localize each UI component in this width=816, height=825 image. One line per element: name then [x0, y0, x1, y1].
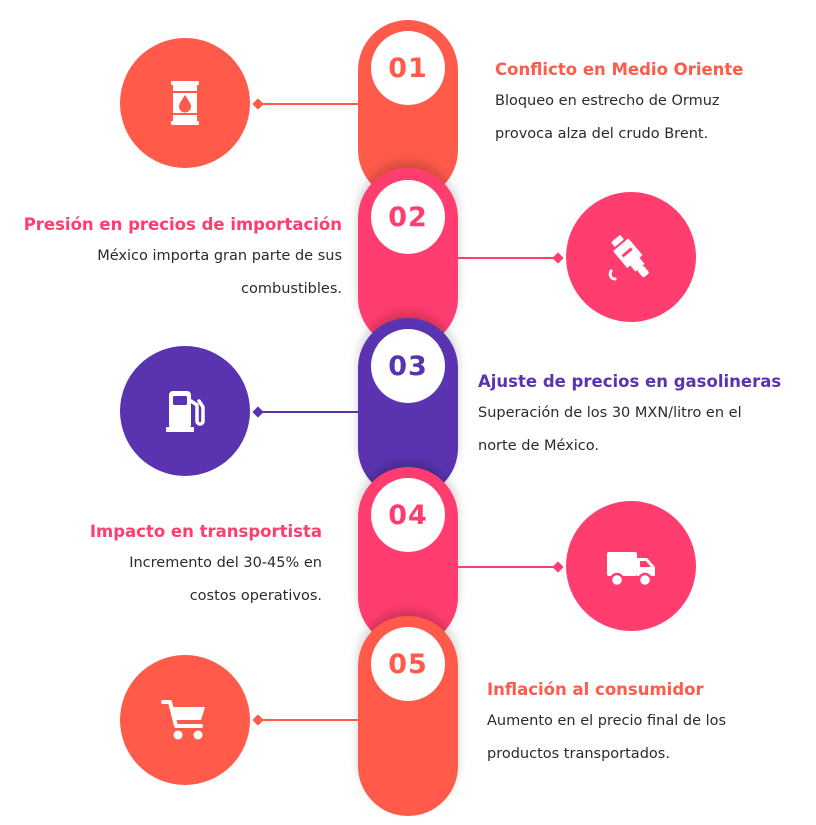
icon-circle-2: [566, 192, 696, 322]
step-title-3: Ajuste de precios en gasolineras: [478, 372, 782, 391]
truck-icon: [607, 552, 655, 588]
step-number-2: 02: [371, 180, 445, 254]
step-desc-2-line2: combustibles.: [241, 281, 342, 297]
connector-dot-5: [252, 714, 264, 726]
step-desc-1-line1: Bloqueo en estrecho de Ormuz: [495, 93, 720, 109]
step-desc-5-line2: productos transportados.: [487, 746, 670, 762]
connector-line-2: [458, 257, 558, 259]
gas-pump-icon: [166, 391, 205, 432]
connector-dot-1: [252, 98, 264, 110]
icon-circle-5: [120, 655, 250, 785]
connector-line-4: [458, 566, 558, 568]
fuel-nozzle-icon: [608, 235, 649, 281]
connector-line-5: [258, 719, 358, 721]
icon-circle-1: [120, 38, 250, 168]
step-text-2: Presión en precios de importación México…: [10, 215, 342, 306]
step-number-5: 05: [371, 627, 445, 701]
step-desc-2-line1: México importa gran parte de sus: [97, 248, 342, 264]
connector-line-3: [258, 411, 358, 413]
step-text-3: Ajuste de precios en gasolineras Superac…: [478, 372, 808, 463]
step-desc-1-line2: provoca alza del crudo Brent.: [495, 126, 709, 142]
connector-line-1: [258, 103, 358, 105]
step-number-3: 03: [371, 329, 445, 403]
step-number-1: 01: [371, 31, 445, 105]
step-number-4: 04: [371, 478, 445, 552]
step-desc-5-line1: Aumento en el precio final de los: [487, 713, 727, 729]
icon-circle-3: [120, 346, 250, 476]
step-title-4: Impacto en transportista: [89, 522, 322, 541]
step-text-4: Impacto en transportista Incremento del …: [10, 522, 322, 613]
step-title-1: Conflicto en Medio Oriente: [495, 60, 744, 79]
step-text-5: Inflación al consumidor Aumento en el pr…: [487, 680, 807, 771]
connector-dot-3: [252, 406, 264, 418]
step-desc-3-line2: norte de México.: [478, 438, 599, 454]
shopping-cart-icon: [161, 700, 205, 740]
icon-circle-4: [566, 501, 696, 631]
step-desc-3-line1: Superación de los 30 MXN/litro en el: [478, 405, 742, 421]
connector-dot-2: [552, 252, 564, 264]
step-title-2: Presión en precios de importación: [23, 215, 342, 234]
step-text-1: Conflicto en Medio Oriente Bloqueo en es…: [495, 60, 805, 151]
connector-dot-4: [552, 561, 564, 573]
step-title-5: Inflación al consumidor: [487, 680, 704, 699]
oil-barrel-icon: [171, 81, 199, 125]
step-desc-4-line1: Incremento del 30-45% en: [129, 555, 322, 571]
step-desc-4-line2: costos operativos.: [189, 588, 322, 604]
